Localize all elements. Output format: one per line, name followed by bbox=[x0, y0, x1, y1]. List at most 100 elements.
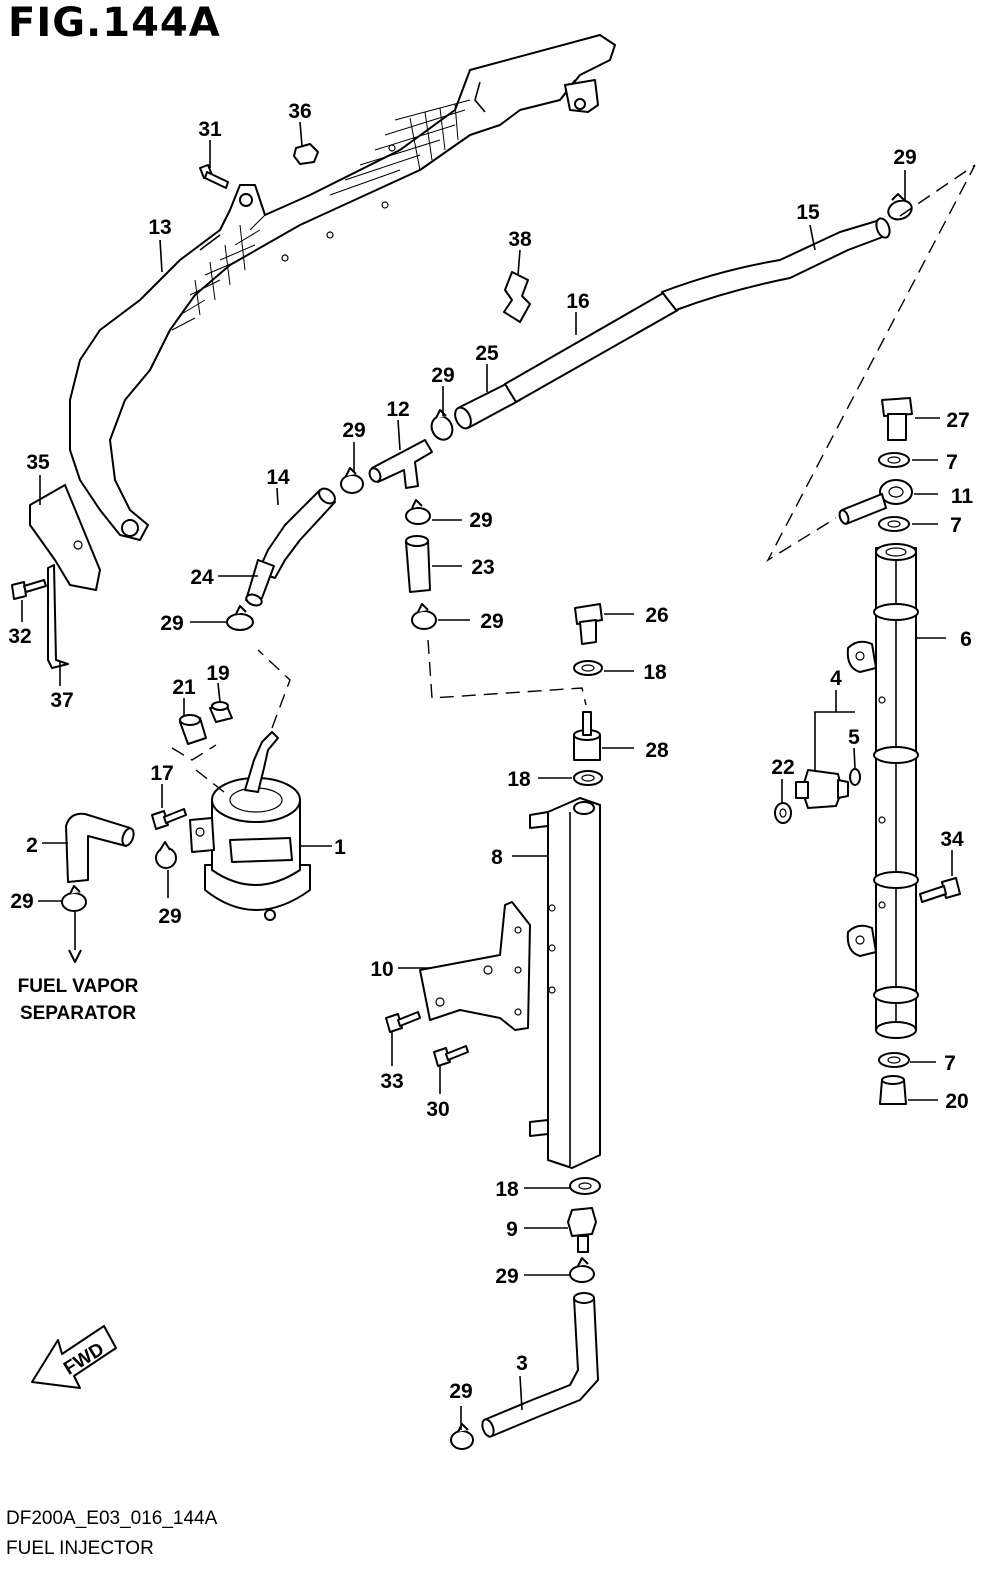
part-23-hose bbox=[405, 535, 431, 593]
callout-2-c2: 2 bbox=[26, 834, 38, 857]
callout-29-c29e: 29 bbox=[160, 612, 183, 635]
callout-19-c19: 19 bbox=[206, 662, 229, 685]
callout-15-c15: 15 bbox=[796, 201, 820, 224]
callout-21-c21: 21 bbox=[172, 676, 196, 699]
callout-25-c25: 25 bbox=[475, 342, 499, 365]
callout-4-c4: 4 bbox=[830, 667, 842, 690]
callout-5-c5: 5 bbox=[848, 726, 860, 749]
part-16-hose bbox=[504, 291, 679, 403]
part-33-bolt bbox=[385, 1011, 421, 1033]
part-20-plug bbox=[879, 1075, 907, 1105]
callout-37-c37: 37 bbox=[50, 689, 73, 712]
callout-38-c38: 38 bbox=[508, 228, 532, 251]
part-4-injector bbox=[795, 769, 849, 809]
part-7-washer-c bbox=[878, 1052, 910, 1068]
part-32-bolt bbox=[11, 579, 47, 600]
callout-28-c28: 28 bbox=[645, 739, 669, 762]
part-28-fitting bbox=[573, 711, 601, 761]
callout-26-c26: 26 bbox=[645, 604, 668, 627]
part-26-bolt bbox=[574, 603, 603, 645]
assembly-lines bbox=[171, 164, 976, 793]
callout-12-c12: 12 bbox=[386, 398, 409, 421]
part-31-bolt bbox=[199, 164, 229, 189]
callout-29-c29g: 29 bbox=[10, 890, 33, 913]
part-27-union-bolt bbox=[881, 397, 913, 441]
callout-31-c31: 31 bbox=[198, 118, 222, 141]
callout-8-c8: 8 bbox=[491, 846, 503, 869]
callout-11-c11: 11 bbox=[951, 485, 974, 508]
callout-29-c29h: 29 bbox=[158, 905, 181, 928]
figure-name: FUEL INJECTOR bbox=[6, 1538, 154, 1559]
part-1-filter bbox=[189, 731, 311, 921]
callout-33-c33: 33 bbox=[380, 1070, 403, 1093]
part-35-plate bbox=[29, 484, 101, 591]
callout-24-c24: 24 bbox=[190, 566, 214, 589]
callout-29-c29i: 29 bbox=[495, 1265, 518, 1288]
forward-direction-arrow: FWD bbox=[31, 1325, 117, 1389]
part-18-washer-c bbox=[569, 1177, 601, 1195]
callout-20-c20: 20 bbox=[945, 1090, 968, 1113]
part-7-washer-a bbox=[878, 452, 910, 468]
part-3-hose bbox=[481, 1292, 599, 1438]
callout-36-c36: 36 bbox=[288, 100, 311, 123]
callout-22-c22: 22 bbox=[771, 756, 794, 779]
callout-29-c29f: 29 bbox=[480, 610, 503, 633]
part-15-hose bbox=[661, 217, 891, 311]
part-8-rail bbox=[529, 797, 601, 1169]
part-25-hose bbox=[454, 381, 521, 430]
callout-32-c32: 32 bbox=[8, 625, 31, 648]
callout-29-c29a: 29 bbox=[893, 146, 916, 169]
callout-29-c29j: 29 bbox=[449, 1380, 472, 1403]
part-22-seal bbox=[774, 802, 792, 824]
drawing-code: DF200A_E03_016_144A bbox=[6, 1508, 218, 1529]
callout-29-c29b: 29 bbox=[431, 364, 454, 387]
callout-17-c17: 17 bbox=[150, 762, 173, 785]
leader-lines bbox=[21, 121, 953, 1430]
part-30-bolt bbox=[433, 1045, 469, 1067]
callout-7-c7b: 7 bbox=[950, 514, 962, 537]
callout-35-c35: 35 bbox=[26, 451, 50, 474]
part-13-bracket bbox=[69, 34, 616, 541]
callout-7-c7a: 7 bbox=[946, 451, 958, 474]
callout-18-c18b: 18 bbox=[507, 768, 531, 791]
figure-title: FIG.144A bbox=[8, 0, 221, 46]
callout-18-c18c: 18 bbox=[495, 1178, 519, 1201]
part-5-oring bbox=[849, 768, 861, 786]
callout-3-c3: 3 bbox=[516, 1352, 528, 1375]
part-36-nut bbox=[293, 143, 319, 165]
part-10-bracket bbox=[419, 901, 531, 1031]
callout-23-c23: 23 bbox=[471, 556, 494, 579]
part-18-washer-a bbox=[573, 660, 603, 676]
part-38-clip bbox=[503, 271, 531, 323]
callout-6-c6: 6 bbox=[960, 628, 972, 651]
part-18-washer-b bbox=[573, 770, 603, 786]
part-37-strap bbox=[47, 564, 69, 669]
separator-note-line1: FUEL VAPOR bbox=[18, 976, 139, 997]
callout-30-c30: 30 bbox=[426, 1098, 449, 1121]
callout-18-c18a: 18 bbox=[643, 661, 667, 684]
part-12-tee bbox=[368, 439, 433, 489]
part-24-hose bbox=[245, 559, 275, 607]
callout-29-c29c: 29 bbox=[342, 419, 365, 442]
separator-note-line2: SEPARATOR bbox=[20, 1003, 136, 1024]
callout-9-c9: 9 bbox=[506, 1218, 518, 1241]
part-17-bolt bbox=[151, 808, 187, 830]
callout-16-c16: 16 bbox=[566, 290, 589, 313]
part-14-hose bbox=[257, 487, 336, 579]
part-6-rail bbox=[846, 543, 919, 1039]
part-19-collar bbox=[209, 701, 233, 723]
part-7-washer-b bbox=[878, 516, 910, 532]
callout-14-c14: 14 bbox=[266, 466, 290, 489]
part-21-grommet bbox=[179, 714, 207, 745]
clamp-group bbox=[61, 193, 913, 1450]
part-9-fitting bbox=[567, 1207, 597, 1253]
callout-7-c7c: 7 bbox=[944, 1052, 956, 1075]
callout-27-c27: 27 bbox=[946, 409, 969, 432]
part-11-union bbox=[838, 479, 913, 525]
part-34-bolt bbox=[919, 877, 961, 903]
callout-29-c29d: 29 bbox=[469, 509, 492, 532]
callout-13-c13: 13 bbox=[148, 216, 171, 239]
